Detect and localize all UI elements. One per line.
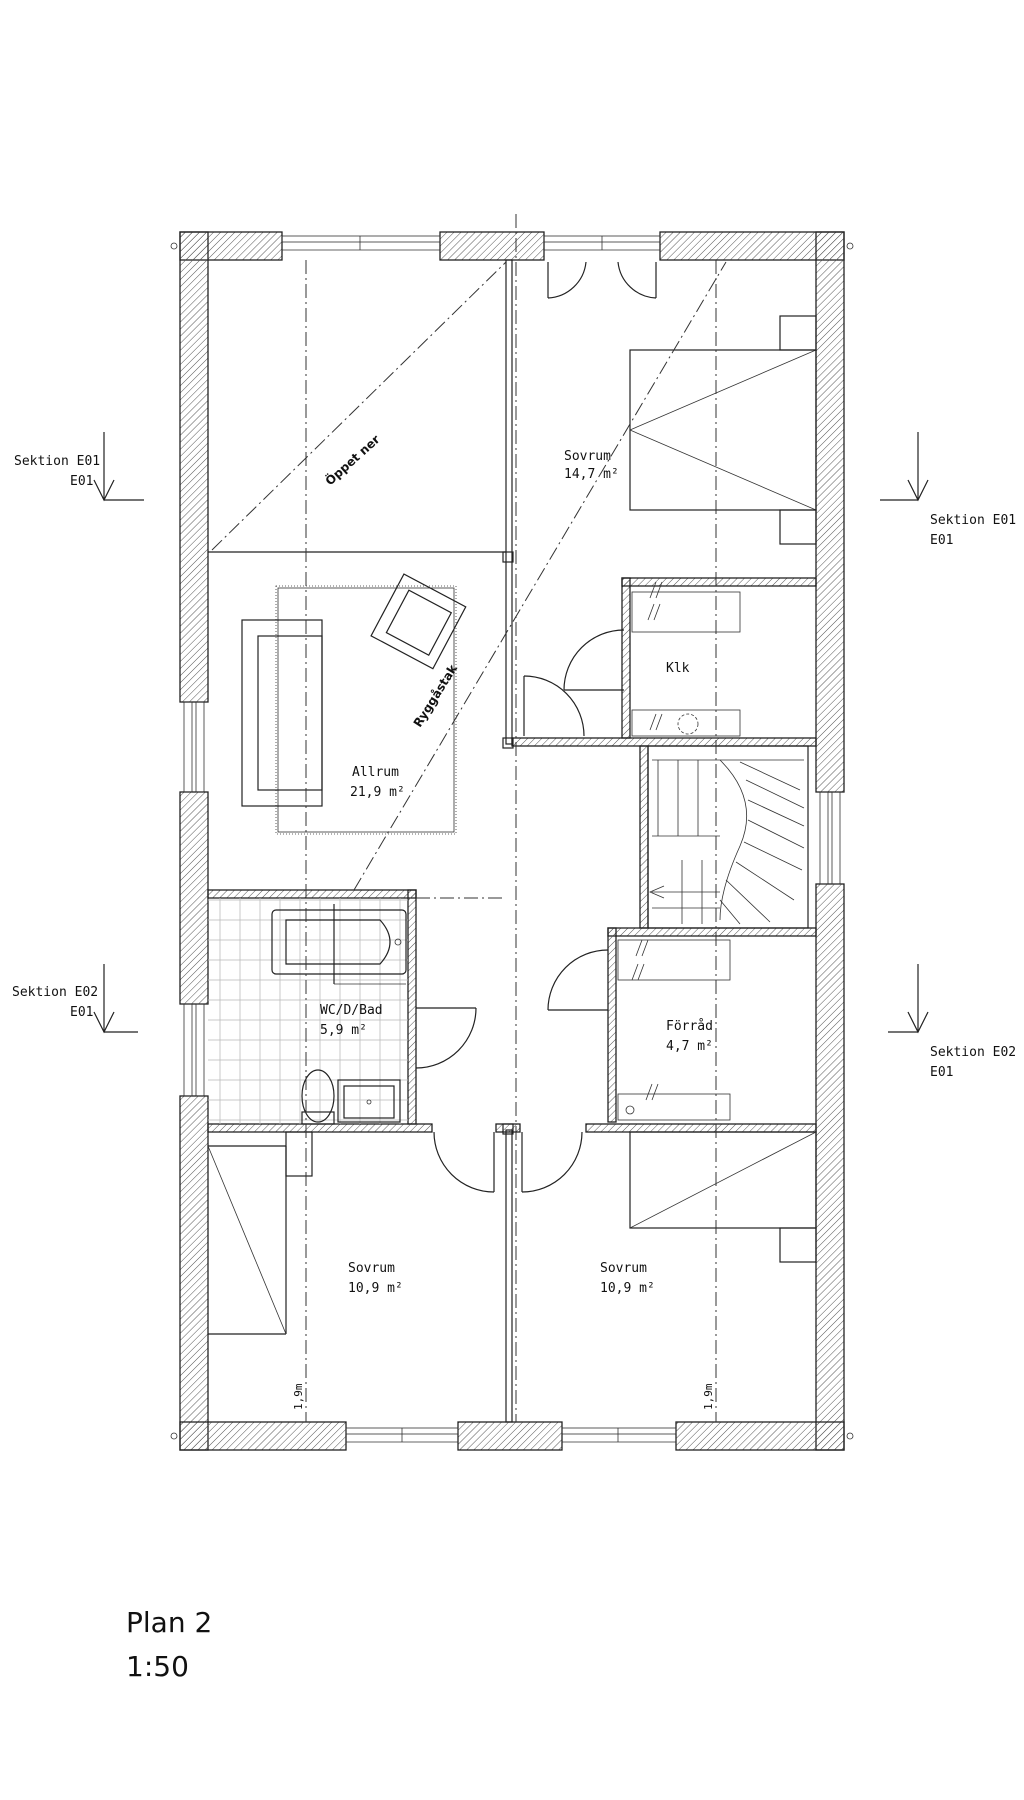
desk bbox=[207, 1131, 313, 1335]
door-bedroom-se bbox=[521, 1131, 583, 1193]
door-klk bbox=[563, 629, 625, 691]
room-name: WC/D/Bad bbox=[320, 1003, 383, 1018]
interior-walls bbox=[207, 259, 817, 1423]
door-wc bbox=[415, 1007, 477, 1069]
room-area: 21,9 m² bbox=[350, 785, 405, 800]
section-marker-e01-right: Sektion E01 E01 bbox=[880, 432, 1016, 548]
bed-main bbox=[629, 315, 817, 545]
toilet bbox=[301, 1069, 335, 1125]
open-below-label: Öppet ner bbox=[322, 432, 383, 489]
furniture bbox=[207, 315, 817, 1335]
drawing-scale: 1:50 bbox=[126, 1650, 189, 1683]
section-marker-e02-right: Sektion E02 E01 bbox=[888, 964, 1016, 1080]
section-ref: E01 bbox=[70, 474, 93, 489]
room-labels: Sovrum 14,7 m² Klk Allrum 21,9 m² WC/D/B… bbox=[320, 449, 713, 1296]
storage-shelves bbox=[617, 939, 731, 1121]
window-bottom-left bbox=[345, 1427, 459, 1443]
window-left-lower bbox=[183, 1003, 205, 1097]
sofa bbox=[241, 619, 323, 807]
bathtub bbox=[271, 904, 407, 985]
room-name: Sovrum bbox=[600, 1261, 647, 1276]
window-top-right bbox=[543, 235, 661, 251]
room-name: Allrum bbox=[352, 765, 399, 780]
drawing-title: Plan 2 bbox=[126, 1606, 212, 1639]
room-name: Sovrum bbox=[348, 1261, 395, 1276]
rug bbox=[275, 585, 457, 835]
window-right bbox=[819, 791, 841, 885]
window-top-left bbox=[281, 235, 441, 251]
section-marker-e01-left: Sektion E01 E01 bbox=[14, 432, 144, 502]
section-ref: E01 bbox=[930, 1065, 953, 1080]
roof-guide-lines bbox=[211, 214, 727, 1422]
section-ref: E01 bbox=[70, 1005, 93, 1020]
room-area: 4,7 m² bbox=[666, 1039, 713, 1054]
room-name: Sovrum bbox=[564, 449, 611, 464]
windows bbox=[170, 235, 854, 1443]
closet-shelves bbox=[631, 581, 741, 737]
section-marker-e02-left: Sektion E02 E01 bbox=[12, 964, 138, 1034]
window-left-upper bbox=[183, 701, 205, 793]
ridge-roof-label: Ryggåstak bbox=[411, 661, 461, 729]
door-bedroom-balcony bbox=[547, 261, 657, 299]
section-label: Sektion E02 bbox=[930, 1045, 1016, 1060]
door-bedroom-sw bbox=[433, 1131, 495, 1193]
height-label: 1,9m bbox=[702, 1383, 715, 1410]
room-name: Förråd bbox=[666, 1019, 713, 1034]
section-ref: E01 bbox=[930, 533, 953, 548]
staircase bbox=[648, 759, 805, 925]
room-area: 14,7 m² bbox=[564, 467, 619, 482]
room-area: 10,9 m² bbox=[600, 1281, 655, 1296]
window-bottom-right bbox=[561, 1427, 677, 1443]
door-storage bbox=[547, 949, 609, 1011]
doors bbox=[415, 261, 657, 1193]
door-bedroom-corridor bbox=[523, 675, 585, 737]
sink bbox=[337, 1079, 401, 1123]
room-area: 10,9 m² bbox=[348, 1281, 403, 1296]
section-label: Sektion E01 bbox=[14, 454, 100, 469]
section-label: Sektion E01 bbox=[930, 513, 1016, 528]
armchair bbox=[370, 573, 467, 670]
drawing-title-block: Plan 2 1:50 bbox=[126, 1606, 212, 1683]
room-area: 5,9 m² bbox=[320, 1023, 367, 1038]
height-label: 1,9m bbox=[292, 1383, 305, 1410]
section-markers: Sektion E01 E01 Sektion E01 E01 Sektion … bbox=[12, 432, 1016, 1080]
exterior-walls bbox=[179, 231, 845, 1451]
wardrobe bbox=[629, 1131, 817, 1263]
room-name: Klk bbox=[666, 661, 690, 676]
section-label: Sektion E02 bbox=[12, 985, 98, 1000]
